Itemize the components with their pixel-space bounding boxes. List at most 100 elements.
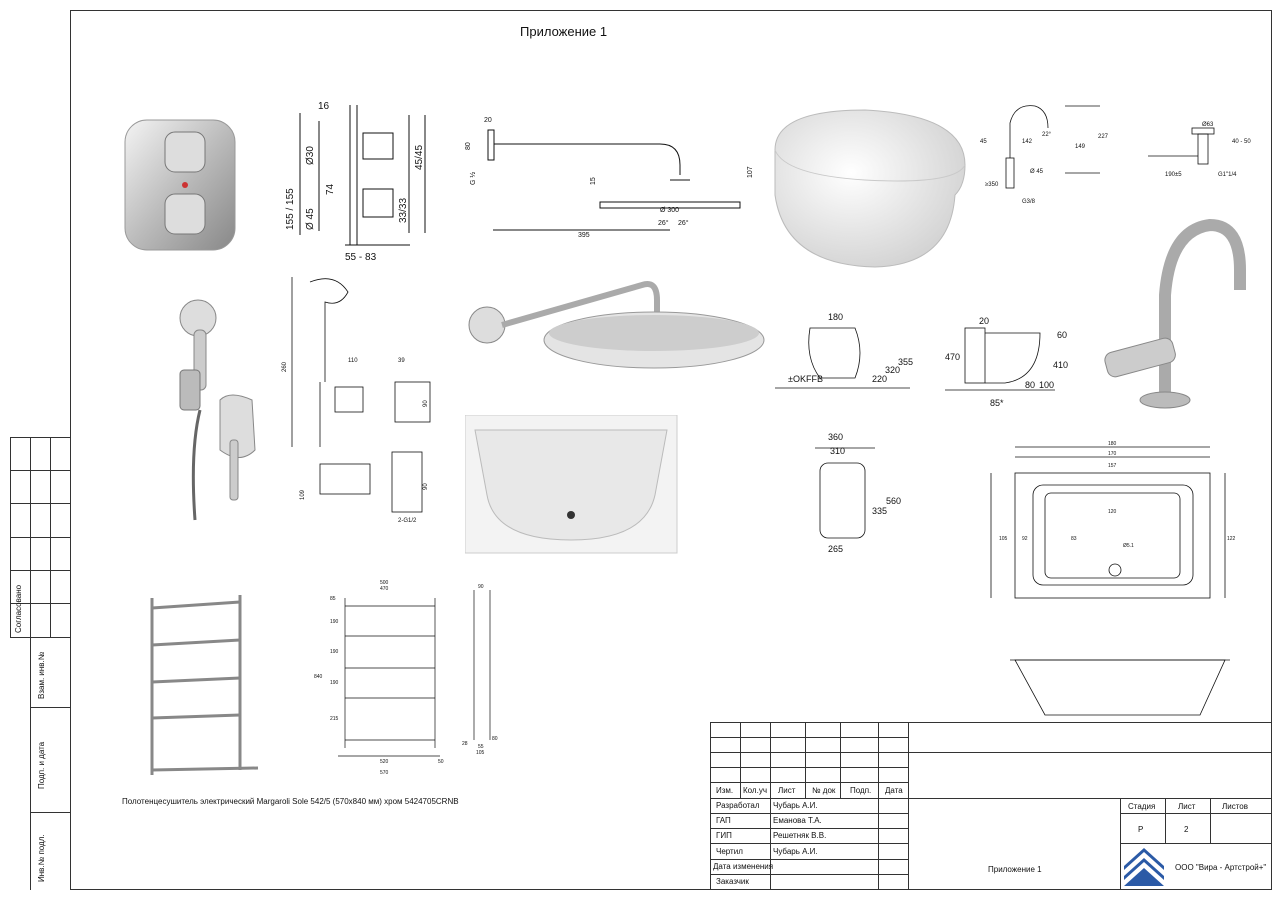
towel-warmer-side-drawing: 90 80 55 105 28 <box>462 580 502 755</box>
sign-date-label: Подп. и дата <box>37 741 46 789</box>
rain-shower-photo <box>462 270 767 390</box>
towel-dim-s1: 85 <box>330 596 336 602</box>
towel-warmer-drawing: 500 470 840 85 190 190 190 215 520 50 57… <box>310 578 460 778</box>
hyg-dim-a: 110 <box>348 358 358 364</box>
drain-dim-b: 40 - 50 <box>1232 139 1251 145</box>
role-gip: ГИП <box>716 831 732 840</box>
wcfront-dim-c: 470 <box>945 352 960 362</box>
bath-dim-h3: 83 <box>1071 536 1077 542</box>
role-gap: ГАП <box>716 816 731 825</box>
bath-dim-w4: 120 <box>1108 509 1117 515</box>
agreed-label: Согласовано <box>14 584 23 633</box>
arm-dim-ang1: 26° <box>658 219 669 227</box>
wcside-dim-c: 220 <box>872 374 887 384</box>
name-gip: Решетняк В.В. <box>773 831 827 840</box>
name-chertil: Чубарь А.И. <box>773 847 818 856</box>
drain-dim-d: G1"1/4 <box>1218 172 1237 178</box>
arm-dim-len: 395 <box>578 232 590 239</box>
towel-dim-b1: 520 <box>380 759 389 765</box>
mixer-dim-a: 45 <box>980 139 987 145</box>
wcfront-dim-a: 20 <box>979 316 989 326</box>
hdr-podp: Подп. <box>850 786 872 795</box>
hdr-data: Дата <box>885 786 903 795</box>
thermo-dim-3333: 33/33 <box>398 198 409 223</box>
wc-photo <box>765 105 970 275</box>
hyg-dim-e: 90 <box>423 483 429 490</box>
towel-warmer-caption: Полотенцесушитель электрический Margarol… <box>122 797 459 806</box>
bath-dim-w2: 170 <box>1108 451 1117 457</box>
drain-dim-a: Ø63 <box>1202 122 1214 128</box>
bath-dim-h2: 92 <box>1022 536 1028 542</box>
role-razrabotal: Разработал <box>716 801 760 810</box>
towel-dim-d1: 90 <box>478 584 484 590</box>
left-stamp-strip: Согласовано Взам. инв.№ Подп. и дата Инв… <box>10 437 70 890</box>
stage-label: Стадия <box>1128 802 1156 811</box>
towel-dim-s4: 190 <box>330 680 339 686</box>
mixer-dim-g: G3/8 <box>1022 199 1036 205</box>
towel-dim-w2: 470 <box>380 586 389 592</box>
towel-dim-d3: 55 <box>478 744 484 750</box>
name-razrabotal: Чубарь А.И. <box>773 801 818 810</box>
arm-dim-c: G ½ <box>469 172 477 185</box>
hdr-ndok: № док <box>812 786 836 795</box>
sheets-label: Листов <box>1222 802 1248 811</box>
drawing-frame <box>70 10 1272 890</box>
wctop-dim-a: 360 <box>828 432 843 442</box>
hyg-dim-h: 260 <box>282 361 288 372</box>
arm-dim-h: 107 <box>747 166 754 178</box>
wcside-dim-floor: ±OKFFB <box>788 374 823 384</box>
wc-front-drawing: 20 60 470 410 80 100 85* <box>945 308 1080 413</box>
bath-dim-drain: Ø5.1 <box>1123 543 1134 549</box>
wc-top-drawing: 360 310 560 335 265 <box>800 428 910 558</box>
wcfront-dim-b: 60 <box>1057 330 1067 340</box>
towel-dim-d4: 105 <box>476 750 485 755</box>
thermostat-drawing: 16 155 / 155 Ø30 Ø 45 74 45/45 33/33 55 … <box>285 95 445 265</box>
towel-dim-b3: 570 <box>380 770 389 776</box>
thermo-dim-bottom: 55 - 83 <box>345 252 377 263</box>
wctop-dim-b: 310 <box>830 446 845 456</box>
bath-dim-h4: 122 <box>1227 536 1235 542</box>
thermo-dim-74: 74 <box>325 183 336 195</box>
bath-dim-w1: 180 <box>1108 441 1117 447</box>
wcfront-dim-f: 100 <box>1039 380 1054 390</box>
sheet-value: 2 <box>1184 825 1189 834</box>
thermo-dim-155: 155 / 155 <box>285 188 296 230</box>
mixer-drawing: 45 142 22° 149 227 Ø 45 G3/8 ≥350 <box>980 98 1115 208</box>
mixer-dim-h: ≥350 <box>985 182 999 188</box>
towel-dim-w1: 500 <box>380 580 389 586</box>
drain-dim-c: 190±5 <box>1165 172 1182 178</box>
hyg-dim-c: 90 <box>423 400 429 407</box>
wcfront-dim-d: 410 <box>1053 360 1068 370</box>
wcside-dim-w: 180 <box>828 312 843 322</box>
company-name: ООО "Вира - Артстрой+" <box>1175 863 1267 872</box>
drain-drawing: Ø63 40 - 50 190±5 G1"1/4 <box>1140 118 1260 183</box>
bath-plan-drawing: 180 170 157 120 105 92 83 122 Ø5.1 <box>985 435 1235 620</box>
mixer-dim-b: 142 <box>1022 139 1033 145</box>
thermostat-photo <box>115 110 245 260</box>
mixer-dim-d: 149 <box>1075 144 1086 150</box>
wc-side-drawing: 180 355 320 220 ±OKFFB <box>770 308 920 398</box>
towel-dim-b2: 50 <box>438 759 444 765</box>
sheet-label: Лист <box>1178 802 1196 811</box>
towel-dim-d5: 28 <box>462 741 468 747</box>
sheet-title: Приложение 1 <box>520 24 608 39</box>
wctop-dim-e: 265 <box>828 544 843 554</box>
hyg-dim-f: 2-G1/2 <box>398 518 417 524</box>
role-chertil: Чертил <box>716 847 743 856</box>
wctop-dim-c: 560 <box>886 496 901 506</box>
doc-title: Приложение 1 <box>988 865 1042 874</box>
company-logo <box>1122 846 1167 888</box>
hdr-list: Лист <box>778 786 796 795</box>
arm-dim-dia: Ø 300 <box>660 207 679 214</box>
hyg-dim-d: 109 <box>300 489 306 500</box>
thermo-dim-4545: 45/45 <box>414 145 425 170</box>
towel-dim-d2: 80 <box>492 736 498 742</box>
towel-dim-s2: 190 <box>330 619 339 625</box>
inv-replace-label: Взам. инв.№ <box>37 651 46 699</box>
bath-dim-h1: 105 <box>999 536 1008 542</box>
hygienic-drawing: 260 110 39 90 109 90 2-G1/2 <box>280 272 440 527</box>
towel-dim-s5: 215 <box>330 716 339 722</box>
role-customer: Заказчик <box>716 877 749 886</box>
role-date-change: Дата изменения <box>713 862 774 871</box>
hdr-izm: Изм. <box>716 786 734 795</box>
